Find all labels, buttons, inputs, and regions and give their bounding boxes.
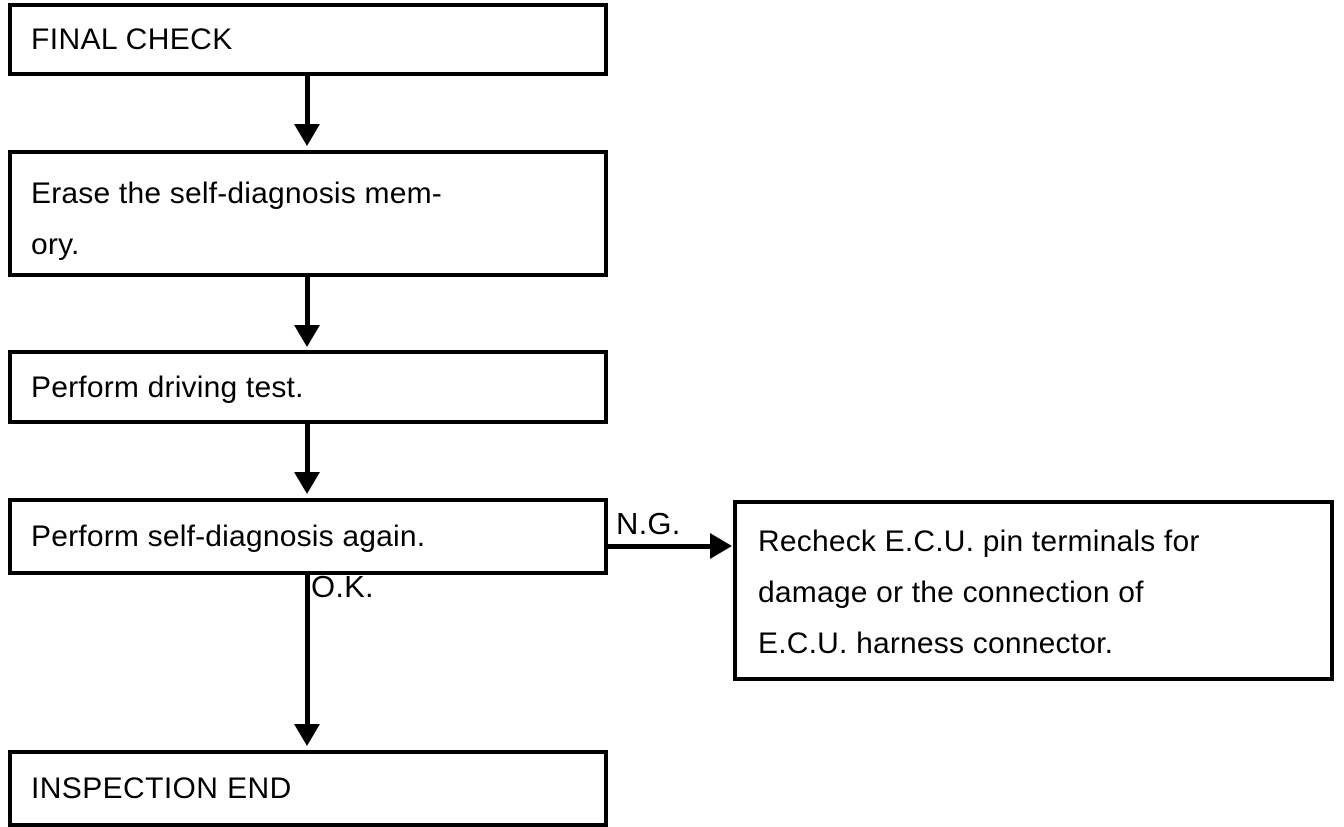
connector-driving-test-to-self-diagnosis [305,424,310,476]
arrowhead-down-icon [294,124,320,146]
connector-self-diagnosis-to-recheck-ecu [608,544,712,549]
arrowhead-down-icon [294,325,320,347]
edge-label-ok: O.K. [311,569,374,604]
node-label-recheck-ecu: Recheck E.C.U. pin terminals for damage … [758,525,1200,660]
flowchart-node-inspection-end: INSPECTION END [8,750,608,827]
arrowhead-down-icon [294,724,320,746]
connector-self-diagnosis-to-inspection-end [305,575,310,728]
edge-label-ng: N.G. [616,506,681,541]
flowchart-node-erase-memory: Erase the self-diagnosis mem- ory. [8,150,608,277]
connector-erase-memory-to-driving-test [305,277,310,329]
flowchart-node-driving-test: Perform driving test. [8,350,608,424]
node-label-erase-memory: Erase the self-diagnosis mem- ory. [31,177,442,261]
arrowhead-down-icon [294,472,320,494]
node-label-inspection-end: INSPECTION END [31,772,292,805]
arrowhead-right-icon [710,533,732,559]
flowchart-node-self-diagnosis: Perform self-diagnosis again. [8,498,608,575]
node-label-final-check: FINAL CHECK [31,23,233,56]
flowchart-node-final-check: FINAL CHECK [8,3,608,76]
connector-final-check-to-erase-memory [305,76,310,128]
flowchart-node-recheck-ecu: Recheck E.C.U. pin terminals for damage … [733,500,1334,681]
node-label-driving-test: Perform driving test. [31,370,304,404]
node-label-self-diagnosis: Perform self-diagnosis again. [31,520,426,553]
